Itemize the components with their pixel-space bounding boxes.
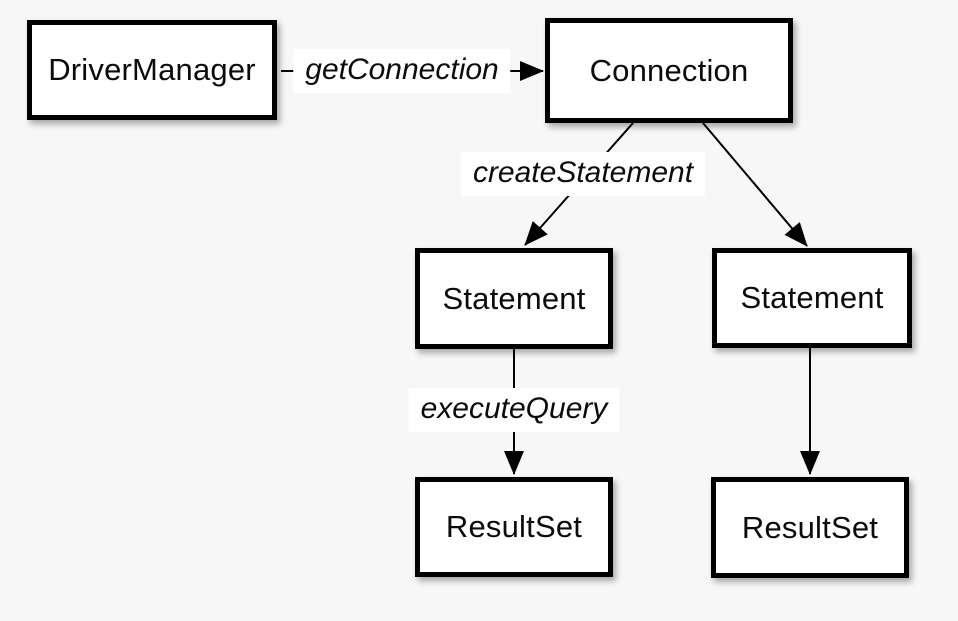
node-resultset-left-label: ResultSet <box>445 509 583 544</box>
node-resultset-right-label: ResultSet <box>741 509 879 545</box>
node-statement-right-label: Statement <box>740 280 884 315</box>
node-driver-manager: DriverManager <box>27 20 277 120</box>
node-connection: Connection <box>545 18 793 123</box>
edge-connection-to-statement-right <box>702 122 808 247</box>
edge-label-execute-query-text: executeQuery <box>420 392 608 425</box>
node-driver-manager-label: DriverManager <box>48 52 256 87</box>
node-resultset-left: ResultSet <box>415 477 613 577</box>
edge-label-create-statement-text: createStatement <box>472 156 694 189</box>
edge-label-get-connection: getConnection <box>293 49 511 93</box>
edge-label-create-statement: createStatement <box>460 152 706 196</box>
node-statement-right: Statement <box>712 248 912 348</box>
node-statement-left-label: Statement <box>442 280 586 316</box>
node-statement-left: Statement <box>415 248 613 349</box>
edge-label-get-connection-text: getConnection <box>305 53 499 86</box>
edge-label-execute-query: executeQuery <box>408 388 620 432</box>
node-resultset-right: ResultSet <box>711 477 909 578</box>
node-connection-label: Connection <box>589 52 749 88</box>
